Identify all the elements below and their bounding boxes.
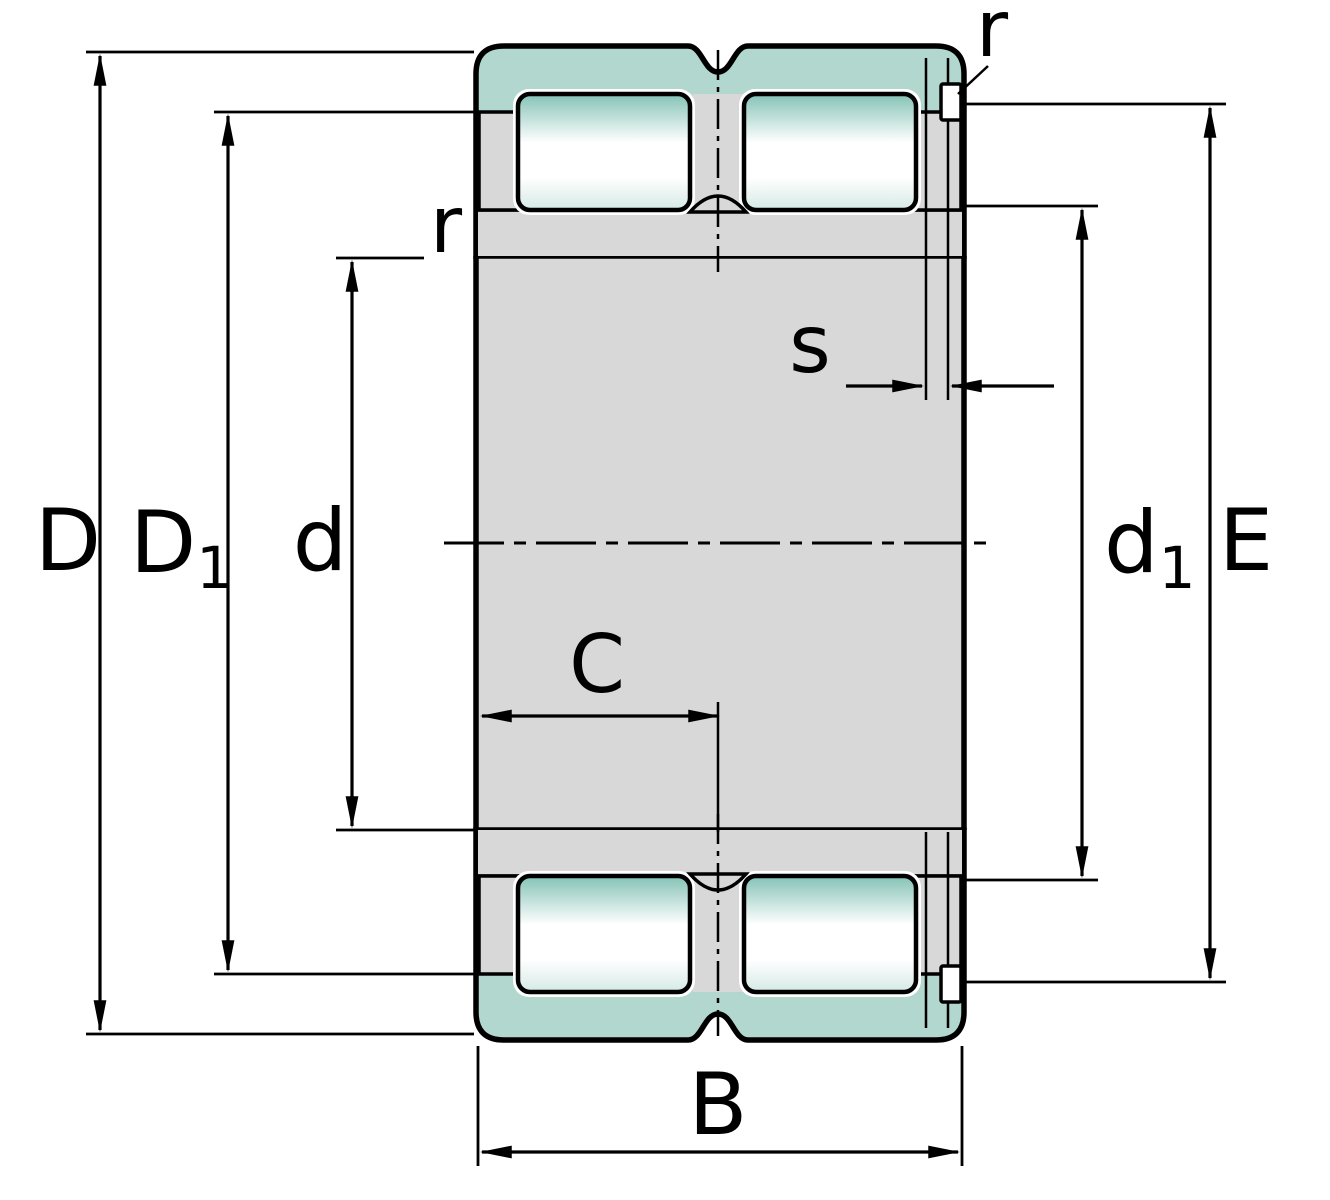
dimension-label-d: d [293, 491, 348, 591]
radius-label-outer: r [976, 0, 1009, 75]
dimension-s: s [789, 298, 1054, 393]
flange-pocket-bottom-left [477, 874, 520, 976]
leader-line-r-outer [957, 65, 989, 95]
roller-top-left [515, 91, 693, 213]
dimension-label-B: B [689, 1055, 748, 1155]
dimension-label-d1: d1 [1104, 493, 1196, 602]
roller-top-right [741, 91, 919, 213]
snap-ring-bottom [939, 964, 963, 1004]
dimension-label-E: E [1219, 491, 1273, 591]
dimension-C: C [479, 618, 721, 832]
flange-pocket-top-right [914, 110, 963, 212]
flange-pocket-bottom-right [914, 874, 963, 976]
flange-pocket-top-left [477, 110, 520, 212]
dimension-label-C: C [569, 618, 625, 711]
roller-bottom-left [515, 873, 693, 995]
roller-bottom-right [741, 873, 919, 995]
snap-ring-top [939, 82, 963, 122]
dimension-r-outer: r [957, 0, 1009, 95]
dimension-label-s: s [789, 298, 831, 391]
bearing-body [444, 43, 996, 1043]
dimension-d1: d1 [963, 204, 1196, 882]
dimension-d: d r [293, 181, 474, 832]
dimension-label-D1: D1 [130, 493, 233, 602]
dimension-D: D [35, 50, 474, 1036]
dimension-E: E [963, 102, 1273, 984]
dimension-D1: D1 [130, 110, 477, 976]
dimension-label-D: D [35, 491, 101, 591]
inner-ring-strip-bottom [478, 830, 962, 876]
radius-label-bore: r [430, 181, 463, 271]
dimension-B: B [476, 1046, 964, 1166]
inner-ring-strip-top [478, 210, 962, 256]
